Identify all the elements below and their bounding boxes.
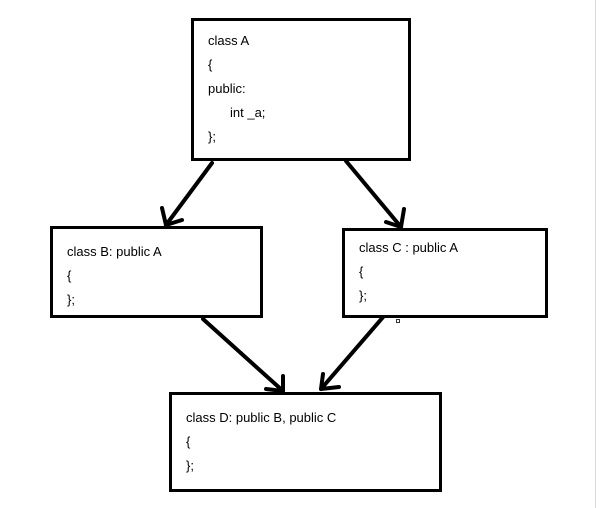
class-a-line-1: class A: [208, 33, 250, 48]
class-b-line-1: class B: public A: [67, 244, 162, 259]
class-a-box: class A { public: int _a; };: [191, 18, 411, 161]
edge-a-to-b: [160, 161, 214, 227]
class-c-line-1: class C : public A: [359, 240, 458, 255]
class-b-line-3: };: [67, 292, 75, 307]
class-a-line-5: };: [208, 129, 216, 144]
class-d-line-1: class D: public B, public C: [186, 410, 337, 425]
class-d-line-2: {: [186, 434, 191, 449]
edge-c-to-d: [319, 314, 386, 391]
stray-mark: [396, 319, 400, 323]
edge-b-to-d: [201, 317, 285, 393]
class-a-line-3: public:: [208, 81, 246, 96]
class-c-line-3: };: [359, 288, 367, 303]
edge-a-to-c: [344, 159, 406, 229]
class-d-box: class D: public B, public C { };: [169, 392, 442, 492]
class-c-box: class C : public A { };: [342, 228, 548, 318]
class-a-line-2: {: [208, 57, 213, 72]
class-a-line-4: int _a;: [230, 105, 266, 120]
class-b-box: class B: public A { };: [50, 226, 263, 318]
edge-divider: [595, 0, 596, 508]
class-c-line-2: {: [359, 264, 364, 279]
class-d-line-3: };: [186, 458, 194, 473]
class-b-line-2: {: [67, 268, 72, 283]
